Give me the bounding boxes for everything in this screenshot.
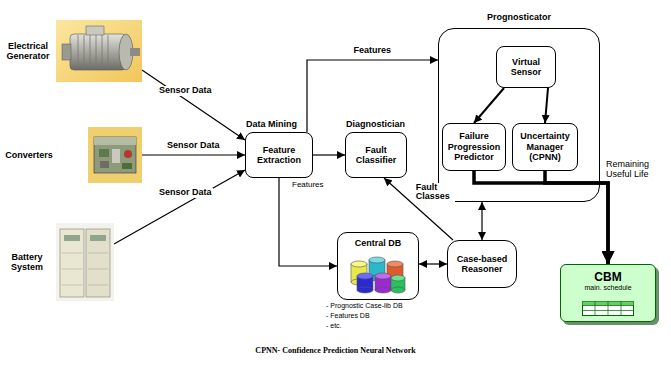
node-heading: Data Mining xyxy=(246,119,297,129)
connector-arrow xyxy=(481,202,482,240)
connector-arrow xyxy=(419,263,447,264)
connector-arrow xyxy=(313,154,345,155)
node-text: Case-based Reasoner xyxy=(451,254,513,275)
process-box: Case-based Reasoner xyxy=(447,240,517,288)
equipment-label: Converters xyxy=(2,150,56,160)
edge-label: Features xyxy=(291,181,325,190)
node-text: Virtual Sensor xyxy=(500,57,552,78)
equipment-source: Converters xyxy=(2,126,142,184)
node-text: Uncertainty Manager (CPNN) xyxy=(516,131,574,162)
connector-arrow xyxy=(474,88,504,123)
equipment-source: Battery System xyxy=(2,222,114,302)
schedule-table xyxy=(582,301,634,316)
process-box: Data MiningFeature Extraction xyxy=(245,132,313,178)
generator-picture xyxy=(56,20,142,82)
list-item: - etc. xyxy=(326,322,342,330)
node-heading: Prognosticator xyxy=(439,12,599,22)
connector-arrow xyxy=(279,178,337,266)
equipment-label: Battery System xyxy=(2,252,52,273)
equipment-source: Electrical Generator xyxy=(2,18,142,84)
footnote: CPNN- Confidence Prediction Neural Netwo… xyxy=(0,347,671,356)
node-subtitle: main. schedule xyxy=(584,284,631,292)
equipment-label: Electrical Generator xyxy=(2,41,54,62)
battery-picture xyxy=(56,223,114,301)
edge-label: Sensor Data xyxy=(158,86,213,96)
process-box: Virtual Sensor xyxy=(496,46,556,88)
node-heading: Diagnostician xyxy=(346,119,405,129)
process-box: Uncertainty Manager (CPNN) xyxy=(512,123,578,171)
edge-label: Features xyxy=(353,46,393,56)
connector-arrow xyxy=(545,171,608,264)
schedule-box: CBMmain. schedule xyxy=(560,264,656,322)
node-text: Failure Progression Predictor xyxy=(446,131,502,162)
process-box: DiagnosticianFault Classifier xyxy=(345,132,407,178)
connector-arrow xyxy=(307,60,438,132)
connector-arrow xyxy=(545,88,548,123)
list-item: - Prognostic Case-lib DB xyxy=(326,302,403,310)
node-text: Feature Extraction xyxy=(249,145,309,166)
connector-arrow xyxy=(142,154,245,155)
database-cylinders xyxy=(347,256,409,296)
node-text: Fault Classifier xyxy=(349,145,403,166)
database-box: Central DB xyxy=(337,232,419,300)
edge-label: Sensor Data xyxy=(166,141,221,151)
connector-arrow xyxy=(142,70,245,140)
node-title: CBM xyxy=(594,271,621,284)
edge-label: Remaining Useful Life xyxy=(605,160,665,180)
converter-picture xyxy=(88,127,142,183)
list-item: - Features DB xyxy=(326,312,370,320)
edge-label: Sensor Data xyxy=(158,188,213,198)
group-box: PrognosticatorVirtual SensorFailure Prog… xyxy=(438,28,600,202)
edge-label: Fault Classes xyxy=(415,183,455,203)
process-box: Failure Progression Predictor xyxy=(442,123,506,171)
node-title: Central DB xyxy=(355,238,402,248)
